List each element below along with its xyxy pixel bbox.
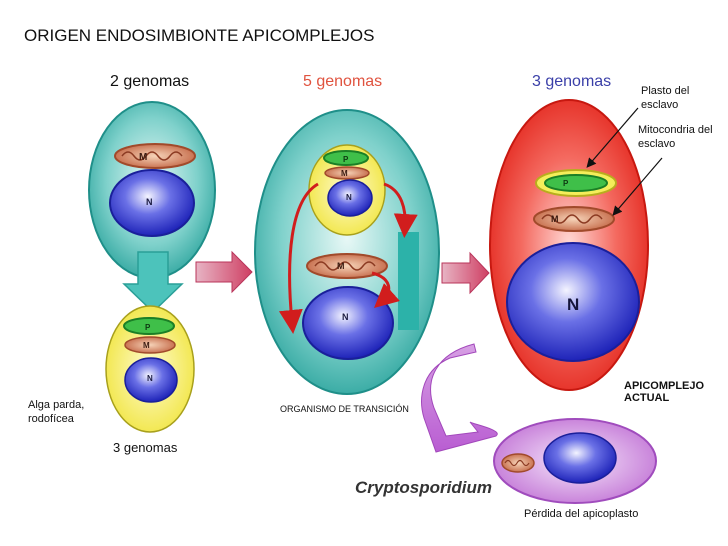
nucleus-icon	[327, 179, 373, 217]
diagram-title: ORIGEN ENDOSIMBIONTE APICOMPLEJOS	[24, 26, 375, 45]
nucleus-icon	[302, 286, 394, 360]
apicomplexan-cell: P M N	[489, 99, 649, 391]
plastid-pointer	[586, 107, 639, 168]
svg-text:N: N	[342, 312, 349, 322]
svg-text:M: M	[341, 169, 348, 178]
plastid-label: P	[145, 323, 151, 332]
mitochondrion-icon	[124, 336, 176, 354]
mitochondrion-pointer	[612, 157, 663, 216]
mitochondrion-icon	[306, 253, 388, 279]
plastid-icon	[323, 150, 369, 166]
svg-text:N: N	[147, 374, 153, 383]
nucleus-icon: N	[109, 169, 195, 237]
mitochondrion-icon: M	[114, 143, 196, 169]
apicoplast-loss-arrow	[421, 343, 498, 453]
nucleus-icon	[124, 357, 178, 403]
svg-text:M: M	[143, 341, 150, 350]
host-cell-2-genomes: M N	[88, 101, 216, 279]
label-organismo-transicion: ORGANISMO DE TRANSICIÓN	[280, 404, 409, 414]
svg-text:N: N	[346, 193, 352, 202]
nucleus-icon	[543, 432, 617, 484]
label-alga-parda: Alga parda, rodofícea	[28, 399, 85, 425]
transition-organism-cell: P M N M N	[254, 109, 440, 395]
gene-transfer-arrow-mito	[371, 271, 400, 308]
mitochondrion-icon	[533, 206, 615, 232]
label-mitocondria-del-esclavo: Mitocondria del esclavo	[638, 124, 713, 150]
cryptosporidium-cell	[493, 418, 657, 504]
alga-cell: P M N	[105, 305, 195, 433]
label-apicomplejo-actual: APICOMPLEJO ACTUAL	[624, 380, 705, 404]
svg-text:P: P	[563, 179, 569, 188]
label-perdida-apicoplasto: Pérdida del apicoplasto	[524, 508, 639, 520]
nucleus-icon	[506, 242, 640, 362]
gene-transfer-arrow-left	[278, 182, 319, 334]
label-plasto-del-esclavo: Plasto del esclavo	[641, 85, 690, 111]
plastid-icon	[544, 174, 608, 192]
mitochondrion-label: M	[139, 152, 147, 163]
label-cryptosporidium: Cryptosporidium	[355, 478, 492, 497]
header-3-genomas: 3 genomas	[532, 73, 612, 90]
header-2-genomas: 2 genomas	[110, 73, 190, 90]
svg-text:P: P	[343, 155, 349, 164]
step-arrow-1	[195, 250, 253, 294]
transfer-bar	[398, 232, 419, 330]
engulfment-down-arrow	[122, 251, 184, 314]
svg-text:M: M	[551, 214, 559, 224]
label-alga-genomes: 3 genomas	[113, 440, 178, 455]
nucleus-label: N	[146, 197, 153, 207]
svg-text:M: M	[337, 261, 345, 271]
mitochondrion-icon	[324, 166, 370, 180]
plastid-icon	[123, 317, 175, 335]
gene-transfer-arrow-top	[383, 182, 418, 238]
svg-text:N: N	[567, 295, 579, 314]
mitochondrion-icon	[501, 453, 535, 473]
step-arrow-2	[441, 251, 490, 295]
header-5-genomas: 5 genomas	[303, 73, 383, 90]
